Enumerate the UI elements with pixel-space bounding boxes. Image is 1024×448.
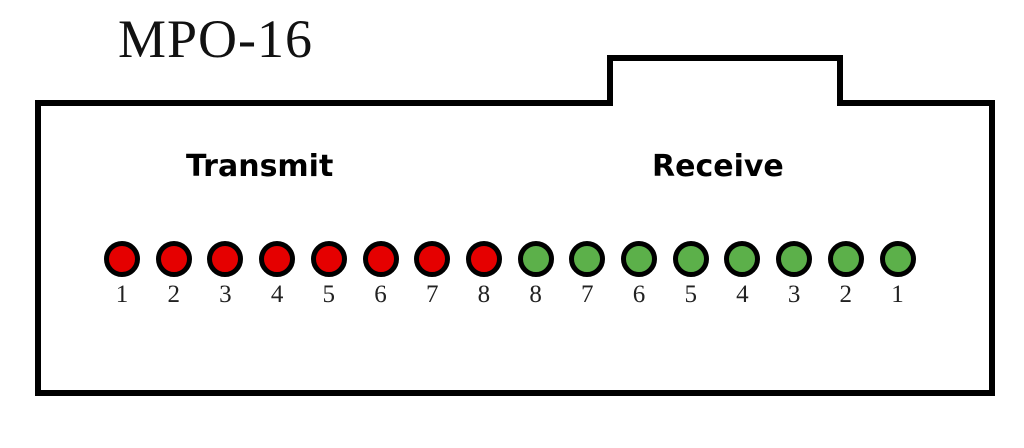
pin-number-transmit-2: 2	[167, 281, 180, 308]
pin-transmit-5[interactable]	[310, 241, 347, 277]
pin-receive-4[interactable]	[724, 241, 761, 277]
pin-number-transmit-1: 1	[115, 281, 129, 308]
transmit-section-label: Transmit	[186, 149, 334, 184]
pin-receive-2[interactable]	[827, 241, 864, 277]
pin-receive-1[interactable]	[879, 241, 916, 277]
pin-number-transmit-3: 3	[219, 281, 232, 308]
pin-transmit-3[interactable]	[207, 241, 244, 277]
pin-receive-3[interactable]	[776, 241, 813, 277]
pin-transmit-6[interactable]	[362, 241, 399, 277]
pin-receive-8[interactable]	[517, 241, 554, 277]
pin-transmit-1[interactable]	[104, 241, 140, 277]
pin-number-receive-8: 8	[529, 281, 542, 308]
pin-transmit-4[interactable]	[259, 241, 296, 277]
pin-receive-6[interactable]	[621, 241, 657, 277]
pin-number-receive-1: 1	[891, 281, 904, 308]
pin-receive-7[interactable]	[569, 241, 606, 277]
pin-number-transmit-6: 6	[374, 281, 387, 308]
pin-number-receive-6: 6	[632, 281, 646, 308]
pin-number-receive-5: 5	[684, 281, 697, 308]
pin-transmit-8[interactable]	[465, 241, 502, 277]
pin-number-receive-4: 4	[736, 281, 749, 308]
pin-number-transmit-7: 7	[425, 281, 439, 308]
pin-transmit-2[interactable]	[155, 241, 192, 277]
page-title: MPO-16	[118, 9, 314, 69]
pin-number-receive-7: 7	[581, 281, 594, 308]
pin-number-transmit-4: 4	[270, 281, 284, 308]
pin-number-transmit-8: 8	[477, 281, 491, 308]
pin-transmit-7[interactable]	[414, 241, 451, 277]
pin-number-receive-2: 2	[839, 281, 853, 308]
pin-receive-5[interactable]	[672, 241, 709, 277]
connector-housing-path	[35, 55, 995, 396]
pin-number-receive-3: 3	[787, 281, 801, 308]
pin-number-transmit-5: 5	[322, 281, 336, 308]
receive-section-label: Receive	[652, 149, 784, 184]
